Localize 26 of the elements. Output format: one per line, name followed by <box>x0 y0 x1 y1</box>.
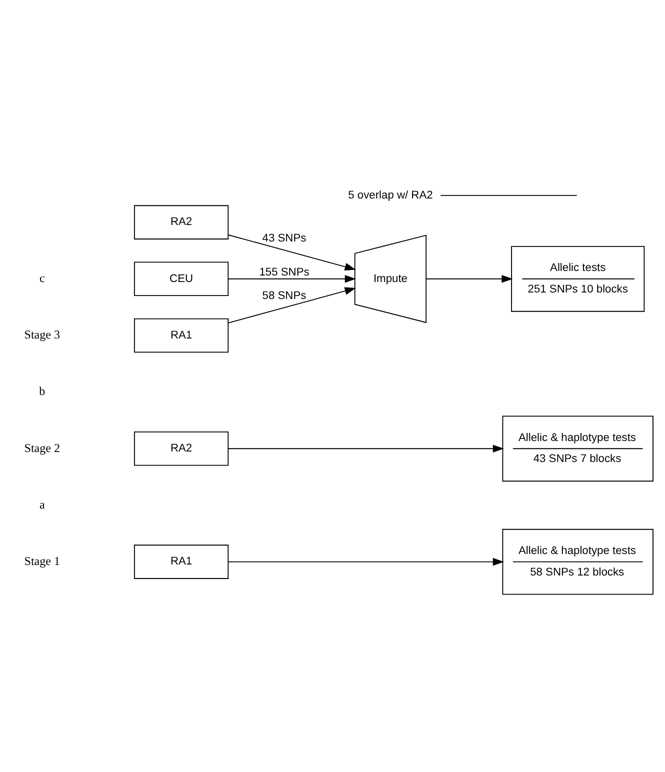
node-box: Impute <box>354 234 427 323</box>
node-box: Allelic tests 251 SNPs 10 blocks <box>511 245 645 312</box>
arrow <box>426 274 513 282</box>
arrow <box>228 274 356 282</box>
node-box: Allelic & haplotype tests 43 SNPs 7 blocks <box>502 415 654 482</box>
arrow <box>228 234 356 270</box>
node-box: RA2 <box>134 204 229 239</box>
arrow <box>228 444 504 452</box>
edge-label: 58 SNPs <box>262 289 306 302</box>
node-box: RA1 <box>134 318 229 352</box>
node-box: Allelic & haplotype tests 58 SNPs 12 blocks <box>502 528 654 594</box>
label: Stage 3 <box>24 327 60 342</box>
node-box: RA2 <box>134 431 229 466</box>
edge-label: 155 SNPs <box>259 266 310 278</box>
label: Stage 2 <box>24 440 60 454</box>
label: b <box>39 384 46 398</box>
node-box: CEU <box>134 261 229 296</box>
arrow <box>228 557 504 566</box>
connector <box>440 194 578 196</box>
edge-label: 43 SNPs <box>262 232 306 244</box>
arrow <box>228 286 356 323</box>
label: Stage 1 <box>24 553 60 568</box>
label: c <box>39 270 45 285</box>
node-box: RA1 <box>134 544 229 578</box>
label: a <box>39 496 45 511</box>
node-text: 5 overlap w/ RA2 <box>348 188 433 201</box>
